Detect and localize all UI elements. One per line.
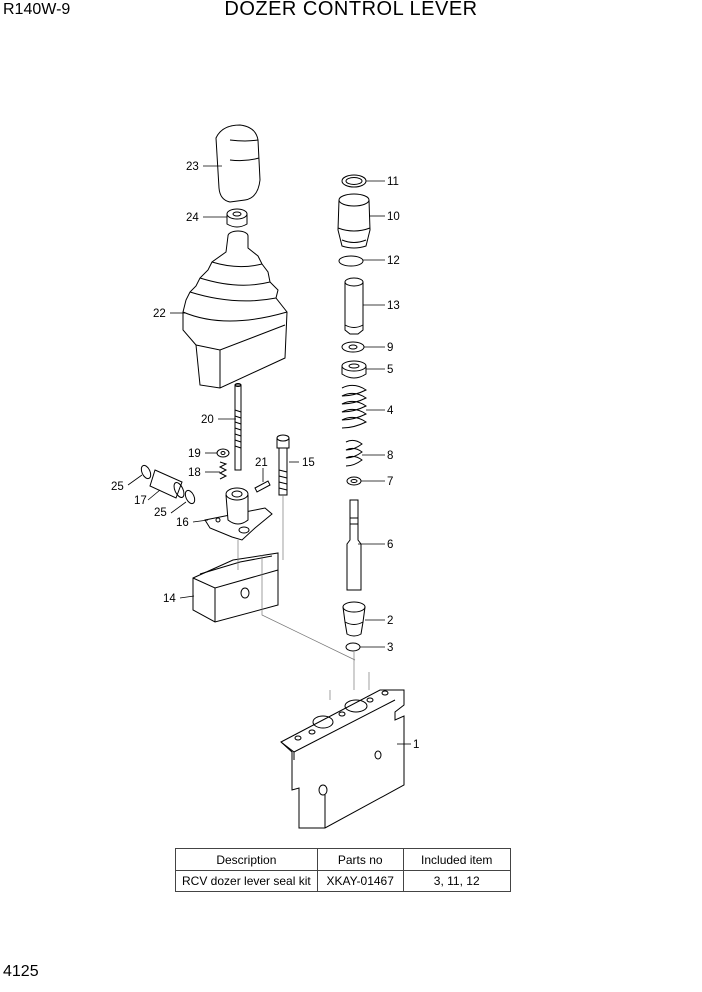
part-spool-6 bbox=[346, 499, 362, 591]
part-19 bbox=[216, 448, 230, 458]
table-cell: RCV dozer lever seal kit bbox=[175, 870, 318, 892]
part-housing-14 bbox=[192, 552, 279, 623]
part-boot bbox=[182, 230, 288, 389]
callout-3: 3 bbox=[387, 642, 393, 654]
callout-12: 12 bbox=[387, 255, 400, 267]
callout-2: 2 bbox=[387, 615, 393, 627]
part-spring-4 bbox=[341, 384, 367, 429]
callout-15: 15 bbox=[302, 457, 315, 469]
part-nut bbox=[226, 208, 248, 228]
part-cap-10 bbox=[337, 193, 371, 249]
part-washer-9 bbox=[341, 341, 365, 353]
table-header-row: Description Parts no Included item bbox=[175, 848, 511, 871]
part-pin-17 bbox=[149, 469, 185, 499]
column-header: Parts no bbox=[316, 848, 404, 871]
callout-1: 1 bbox=[413, 739, 419, 751]
guide-line bbox=[261, 555, 356, 661]
callout-16: 16 bbox=[176, 517, 189, 529]
leader-lines bbox=[127, 165, 411, 745]
part-pin-21 bbox=[254, 480, 271, 493]
callout-21: 21 bbox=[255, 457, 268, 469]
part-oring-12 bbox=[338, 255, 364, 267]
part-seat-5 bbox=[341, 360, 367, 379]
part-spring-8 bbox=[345, 439, 363, 467]
part-orings-25 bbox=[140, 464, 196, 505]
seal-kit-table: Description Parts no Included item RCV d… bbox=[175, 848, 511, 892]
callout-22: 22 bbox=[153, 308, 166, 320]
part-block-16 bbox=[204, 487, 273, 541]
part-body-1 bbox=[280, 689, 405, 829]
part-spring-18 bbox=[218, 461, 228, 480]
callout-10: 10 bbox=[387, 211, 400, 223]
column-header: Included item bbox=[402, 848, 511, 871]
callout-11: 11 bbox=[387, 176, 399, 188]
page-title: DOZER CONTROL LEVER bbox=[224, 0, 478, 20]
page-number: 4125 bbox=[3, 963, 39, 980]
model-label: R140W-9 bbox=[3, 1, 71, 18]
callout-13: 13 bbox=[387, 300, 400, 312]
callout-20: 20 bbox=[201, 414, 214, 426]
part-washer-7 bbox=[346, 476, 362, 486]
callout-4: 4 bbox=[387, 405, 394, 417]
part-oring-3 bbox=[345, 642, 361, 652]
callout-18: 18 bbox=[188, 467, 201, 479]
callout-9: 9 bbox=[387, 342, 393, 354]
part-grip bbox=[215, 124, 261, 203]
table-cell: XKAY-01467 bbox=[316, 870, 404, 892]
callout-14: 14 bbox=[163, 593, 176, 605]
callout-19: 19 bbox=[188, 448, 201, 460]
part-guide-13 bbox=[344, 277, 364, 335]
column-header: Description bbox=[175, 848, 318, 871]
table-row: RCV dozer lever seal kit XKAY-01467 3, 1… bbox=[175, 870, 511, 892]
table-cell: 3, 11, 12 bbox=[402, 870, 511, 892]
callout-17: 17 bbox=[134, 495, 147, 507]
callout-25b: 25 bbox=[154, 507, 167, 519]
part-plug-2 bbox=[342, 601, 366, 637]
callout-5: 5 bbox=[387, 364, 393, 376]
callout-8: 8 bbox=[387, 450, 393, 462]
callout-25a: 25 bbox=[111, 481, 124, 493]
callout-24: 24 bbox=[186, 212, 199, 224]
callout-23: 23 bbox=[186, 161, 199, 173]
part-rod bbox=[234, 383, 242, 471]
callout-6: 6 bbox=[387, 539, 393, 551]
callout-7: 7 bbox=[387, 476, 393, 488]
part-bolt-15 bbox=[276, 434, 290, 496]
part-ring-11 bbox=[341, 174, 367, 188]
